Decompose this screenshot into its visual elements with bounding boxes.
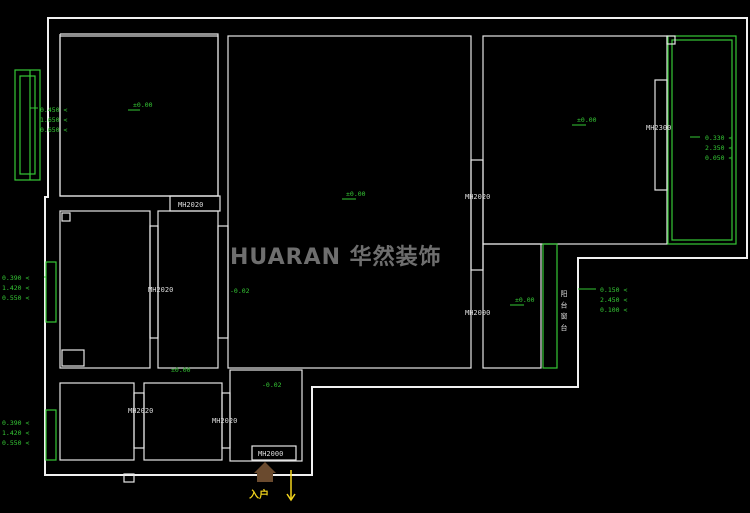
- window-right-top: [667, 35, 737, 245]
- note-line: 2.450 <: [600, 296, 627, 304]
- entrance-label: 入户: [249, 488, 269, 501]
- level-mark: -0.02: [230, 287, 250, 295]
- room-bottom-mid: [143, 382, 223, 461]
- balcony-label: 阳 台 窗 台: [560, 289, 568, 332]
- note-line: 0.390 <: [2, 419, 29, 427]
- note-line: 1.420 <: [2, 284, 29, 292]
- note-line: 2.350 <: [705, 144, 732, 152]
- window-left-top: [14, 69, 41, 181]
- door-label: MH2020: [212, 417, 237, 425]
- note-line: 0.550 <: [2, 439, 29, 447]
- door-label: MH2020: [178, 201, 203, 209]
- level-mark: ±0.00: [171, 366, 191, 374]
- door-label: MH2020: [465, 193, 490, 201]
- window-left-mid: [45, 261, 57, 323]
- room-bottom-left: [59, 382, 135, 461]
- balcony-right-mid: [482, 243, 542, 369]
- watermark: HUARAN 华然装饰: [230, 244, 442, 270]
- door-label: MH2000: [465, 309, 490, 317]
- leader-lines: [30, 107, 700, 290]
- door-openings: [133, 79, 668, 461]
- living-room: [227, 35, 472, 369]
- fixture: [123, 473, 135, 483]
- level-mark: ±0.00: [577, 116, 597, 124]
- note-line: 1.650 <: [40, 116, 67, 124]
- house-icon: [254, 462, 276, 473]
- fixture: [61, 349, 85, 367]
- fixture: [666, 35, 676, 45]
- level-mark: -0.02: [262, 381, 282, 389]
- note-line: 0.050 <: [705, 154, 732, 162]
- entry-door: [251, 445, 297, 461]
- note-line: 0.100 <: [600, 306, 627, 314]
- note-line: 0.450 <: [40, 106, 67, 114]
- room-left-mid: [59, 210, 151, 369]
- windows: [14, 35, 737, 461]
- door-label: MH2300: [646, 124, 671, 132]
- note-line: 0.650 <: [40, 126, 67, 134]
- note-line: 1.420 <: [2, 429, 29, 437]
- note-line: 0.330 <: [705, 134, 732, 142]
- level-mark: ±0.00: [133, 101, 153, 109]
- fixture: [61, 212, 71, 222]
- bedroom-top-left: [59, 35, 219, 197]
- door-labels: MH2020 MH2020 MH2020 MH2000 MH2300 MH202…: [128, 124, 671, 458]
- window-right-mid: [542, 243, 558, 369]
- window-left-bottom: [45, 409, 57, 461]
- bedroom-top-right: [482, 35, 668, 245]
- door-label: MH2000: [258, 450, 283, 458]
- door-label: MH2020: [148, 286, 173, 294]
- level-mark: ±0.00: [346, 190, 366, 198]
- note-line: 0.550 <: [2, 294, 29, 302]
- note-line: 0.150 <: [600, 286, 627, 294]
- entrance-marker: 入户: [249, 462, 296, 502]
- note-line: 0.390 <: [2, 274, 29, 282]
- fixtures: [61, 35, 676, 483]
- door-label: MH2020: [128, 407, 153, 415]
- window-notes: 0.450 < 1.650 < 0.650 < 0.330 < 2.350 < …: [2, 106, 732, 447]
- level-mark: ±0.00: [515, 296, 535, 304]
- level-markers: ±0.00 ±0.00 ±0.00 ±0.00 -0.02 -0.02 ±0.0…: [128, 101, 597, 389]
